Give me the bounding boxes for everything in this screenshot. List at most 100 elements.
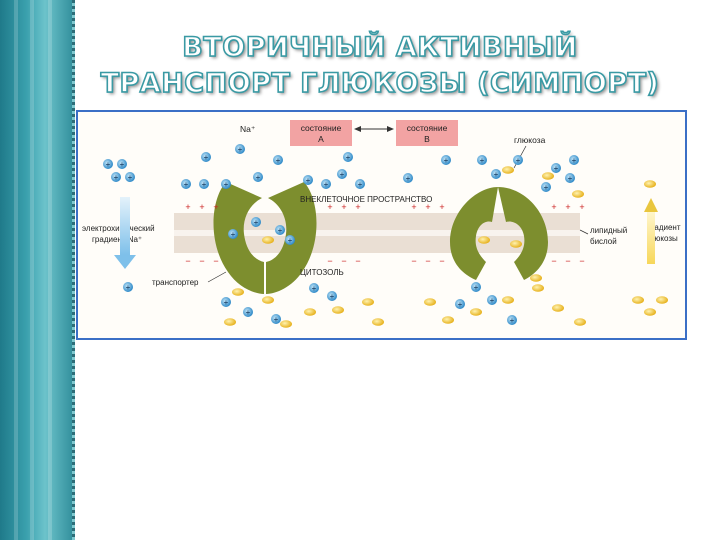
negative-charge: − (341, 256, 346, 266)
decorative-side-band (0, 0, 75, 540)
glucose-molecule-icon (280, 320, 292, 328)
sodium-ion-icon: + (181, 179, 191, 189)
svg-text:+: + (278, 226, 283, 235)
svg-text:+: + (256, 173, 261, 182)
negative-charge: − (213, 256, 218, 266)
svg-text:+: + (444, 156, 449, 165)
glucose-molecule-icon (304, 308, 316, 316)
sodium-ion-icon: + (403, 173, 413, 183)
svg-text:+: + (126, 283, 131, 292)
glucose-molecule-icon (232, 288, 244, 296)
na-gradient-label-line-2: градиент Na⁺ (92, 235, 142, 244)
negative-charge: − (355, 256, 360, 266)
glucose-molecule-icon (530, 274, 542, 282)
sodium-ion-icon: + (477, 155, 487, 165)
na-gradient-label-line-1: электрохимический (82, 224, 155, 233)
sodium-ion-icon: + (471, 282, 481, 292)
sodium-ion-icon: + (199, 179, 209, 189)
glucose-molecule-icon (632, 296, 644, 304)
sodium-ion-icon: + (355, 179, 365, 189)
sodium-ion-icon: + (551, 163, 561, 173)
positive-charge: + (565, 202, 570, 212)
symport-diagram-canvas: состояние А состояние В Na⁺ глюкоза ВНЕК… (82, 120, 681, 328)
glucose-molecule-icon (644, 180, 656, 188)
negative-charge: − (199, 256, 204, 266)
glucose-gradient-label-line-2: глюкозы (647, 234, 678, 243)
membrane-charges: ++++++++++++−−−−−−−−−−−− (185, 202, 584, 266)
positive-charge: + (439, 202, 444, 212)
negative-charge: − (185, 256, 190, 266)
svg-text:+: + (238, 145, 243, 154)
svg-text:+: + (254, 218, 259, 227)
sodium-ion-icon: + (221, 297, 231, 307)
symport-diagram: состояние А состояние В Na⁺ глюкоза ВНЕК… (76, 110, 687, 340)
sodium-ion-icon: + (565, 173, 575, 183)
glucose-molecule-icon (332, 306, 344, 314)
positive-charge: + (411, 202, 416, 212)
slide-title-line-1: ВТОРИЧНЫЙ АКТИВНЫЙ (181, 31, 578, 64)
sodium-ion-icon: + (221, 179, 231, 189)
sodium-ion-icon: + (123, 282, 133, 292)
sodium-ion-icon: + (569, 155, 579, 165)
svg-text:+: + (224, 180, 229, 189)
sodium-ion-icon: + (201, 152, 211, 162)
svg-text:+: + (128, 173, 133, 182)
svg-text:+: + (106, 160, 111, 169)
sodium-ion-icon: + (491, 169, 501, 179)
sodium-ion-icon: + (327, 291, 337, 301)
sodium-ion-icon: + (343, 152, 353, 162)
glucose-molecule-icon (542, 172, 554, 180)
svg-text:+: + (480, 156, 485, 165)
sodium-ions: + + + + + + + + + + + + + + + + + + + + + + + + + + + + + + + + + + + + + + + (103, 144, 579, 325)
lipid-label-pointer (579, 229, 589, 235)
svg-text:+: + (288, 236, 293, 245)
negative-charge: − (425, 256, 430, 266)
sodium-ion-icon: + (513, 155, 523, 165)
glucose-molecule-icon (478, 236, 490, 244)
na-gradient-arrow (114, 197, 136, 269)
slide-title: ВТОРИЧНЫЙ АКТИВНЫЙ ТРАНСПОРТ ГЛЮКОЗЫ (СИ… (80, 30, 680, 102)
glucose-molecule-icon (262, 296, 274, 304)
glucose-molecule-icon (572, 190, 584, 198)
sodium-ion-icon: + (441, 155, 451, 165)
sodium-ion-icon: + (235, 144, 245, 154)
svg-text:+: + (231, 230, 236, 239)
svg-text:+: + (572, 156, 577, 165)
sodium-ion-icon: + (275, 225, 285, 235)
lipid-bilayer-label-line-2: бислой (590, 237, 617, 246)
sodium-ion-icon: + (455, 299, 465, 309)
svg-text:+: + (406, 174, 411, 183)
positive-charge: + (355, 202, 360, 212)
svg-text:+: + (568, 174, 573, 183)
svg-text:+: + (330, 292, 335, 301)
positive-charge: + (199, 202, 204, 212)
positive-charge: + (341, 202, 346, 212)
sodium-ion-icon: + (228, 229, 238, 239)
svg-text:+: + (544, 183, 549, 192)
svg-text:+: + (346, 153, 351, 162)
glucose-molecule-icon (656, 296, 668, 304)
positive-charge: + (327, 202, 332, 212)
svg-text:+: + (494, 170, 499, 179)
svg-text:+: + (474, 283, 479, 292)
sodium-ion-icon: + (271, 314, 281, 324)
glucose-gradient-label-line-1: градиент (647, 223, 681, 232)
transporter-label-pointer (207, 271, 227, 283)
slide-title-line-2: ТРАНСПОРТ ГЛЮКОЗЫ (СИМПОРТ) (100, 67, 660, 100)
positive-charge: + (213, 202, 218, 212)
glucose-gradient-arrow (644, 198, 658, 264)
glucose-molecule-icon (552, 304, 564, 312)
glucose-molecule-icon (470, 308, 482, 316)
negative-charge: − (411, 256, 416, 266)
svg-text:+: + (224, 298, 229, 307)
svg-text:+: + (516, 156, 521, 165)
sodium-ion-icon: + (273, 155, 283, 165)
negative-charge: − (579, 256, 584, 266)
glucose-label: глюкоза (514, 135, 546, 145)
svg-text:+: + (510, 316, 515, 325)
sodium-ion-icon: + (309, 283, 319, 293)
svg-text:+: + (340, 170, 345, 179)
glucose-molecule-icon (224, 318, 236, 326)
sodium-ion-icon: + (117, 159, 127, 169)
svg-text:+: + (202, 180, 207, 189)
